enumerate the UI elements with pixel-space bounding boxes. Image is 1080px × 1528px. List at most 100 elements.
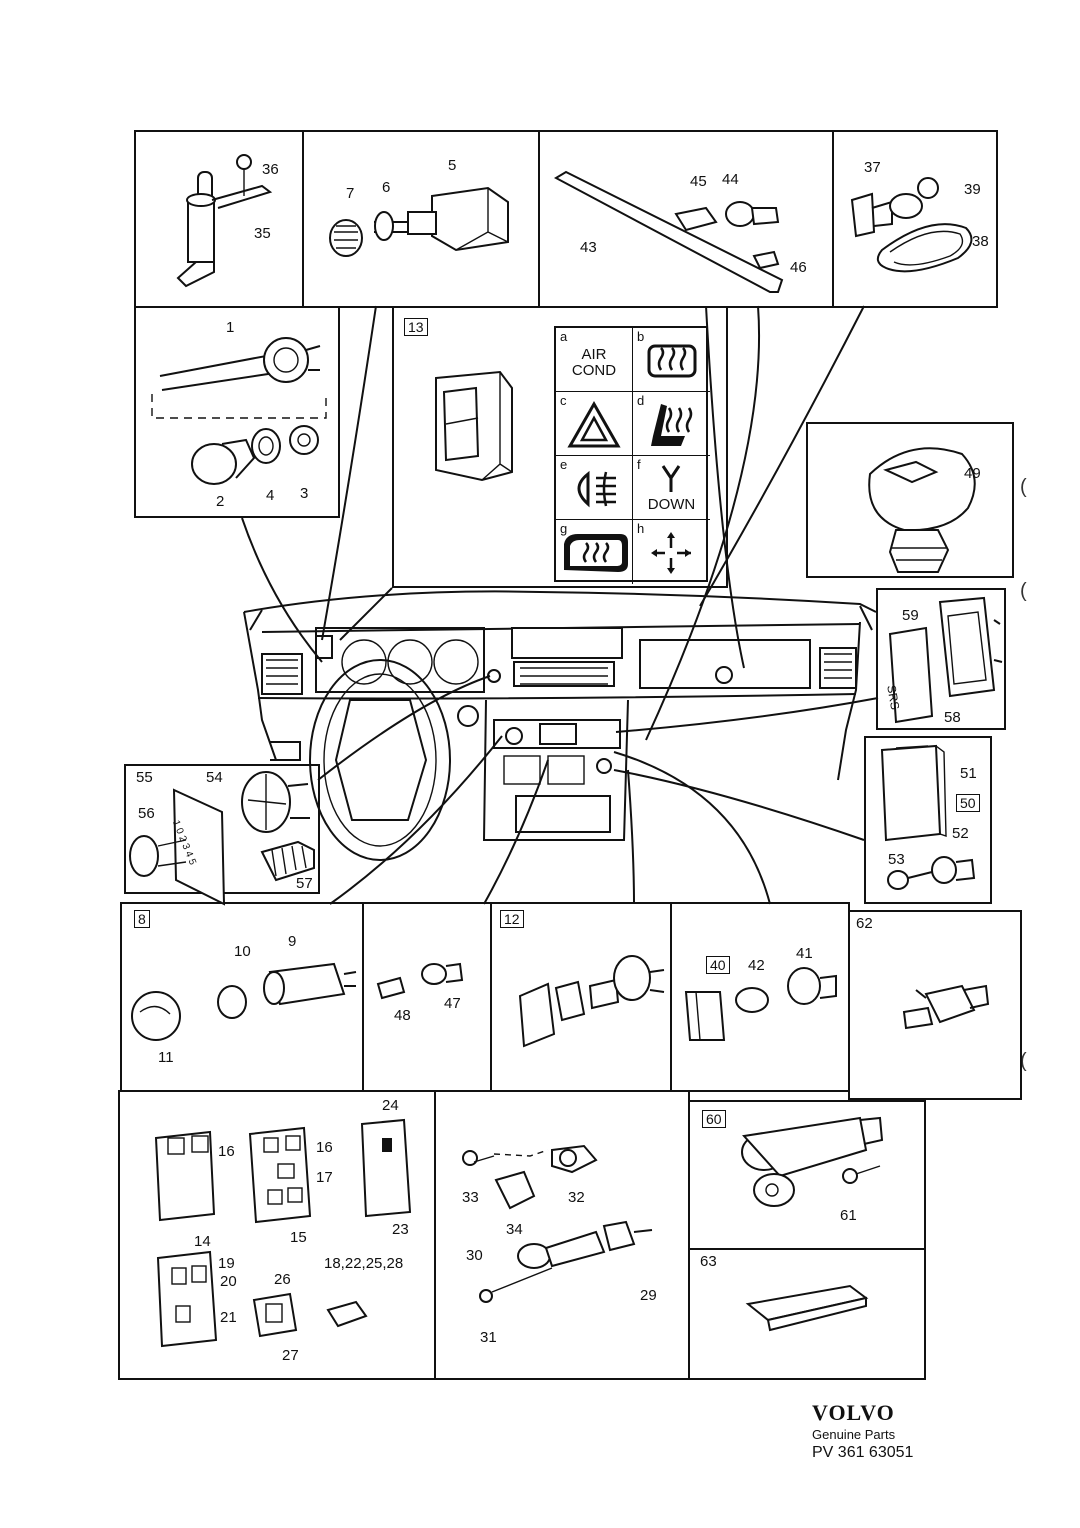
panel-gear-knob: [806, 422, 1014, 578]
boxed-label-12: 12: [500, 910, 524, 928]
bulb-holder-part: [376, 962, 464, 1000]
heated-mirror-icon: [564, 534, 628, 572]
part-number: PV 361 63051: [812, 1444, 914, 1461]
rotary-switch-part: [329, 186, 509, 257]
antenna-down-text: DOWN: [647, 496, 696, 513]
spindle-part: [176, 154, 273, 288]
hazard-switch-part: [880, 744, 976, 890]
callout-39: 39: [964, 181, 981, 198]
callout-47: 47: [444, 995, 461, 1012]
callout-24: 24: [382, 1097, 399, 1114]
panel-srs: [876, 588, 1006, 730]
callout-35: 35: [254, 225, 271, 242]
symbol-d-seat-heat: d: [633, 392, 710, 456]
callout-56: 56: [138, 805, 155, 822]
volvo-logo: VOLVO: [812, 1400, 895, 1425]
panel-indicator-lamp: [832, 130, 998, 308]
callout-55: 55: [136, 769, 153, 786]
fog-light-icon: [577, 470, 616, 508]
callout-17: 17: [316, 1169, 333, 1186]
lens-bulb-part: [684, 967, 837, 1041]
callout-5: 5: [448, 157, 457, 174]
callout-32: 32: [568, 1189, 585, 1206]
cigar-lighter-part: [131, 962, 357, 1041]
callout-30: 30: [466, 1247, 483, 1264]
callout-34: 34: [506, 1221, 523, 1238]
callout-7: 7: [346, 185, 355, 202]
callout-49: 49: [964, 465, 981, 482]
gear-knob-part: [868, 447, 976, 573]
edge-mark: (: [1020, 580, 1027, 602]
seat-heater-icon: [651, 404, 693, 446]
callout-63: 63: [700, 1253, 717, 1270]
callout-48: 48: [394, 1007, 411, 1024]
callout-62: 62: [856, 915, 873, 932]
symbol-h-mirror-adjust: h: [633, 520, 710, 584]
leader-lines: [241, 305, 879, 905]
panel-62-door-switch: [848, 910, 1022, 1100]
symbol-e-fog-light: e: [556, 456, 633, 520]
callout-10: 10: [234, 943, 251, 960]
four-arrow-icon: [651, 532, 691, 574]
door-switch-60-part: [741, 1116, 884, 1207]
genuine-parts-text: Genuine Parts: [812, 1427, 896, 1442]
hazard-triangle-icon: [567, 400, 621, 448]
symbol-a-air-cond: a AIR COND: [556, 328, 633, 392]
symbol-g-mirror-heat: g: [556, 520, 633, 584]
light-switch-part: [518, 955, 665, 1048]
callout-3: 3: [300, 485, 309, 502]
callout-23: 23: [392, 1221, 409, 1238]
dashboard-drawing: [243, 590, 877, 861]
callout-14: 14: [194, 1233, 211, 1250]
door-switch-part: [902, 984, 990, 1030]
callout-58: 58: [944, 709, 961, 726]
callout-45: 45: [690, 173, 707, 190]
callout-1: 1: [226, 319, 235, 336]
callout-38: 38: [972, 233, 989, 250]
callout-51: 51: [960, 765, 977, 782]
rocker-switch-part: [435, 370, 513, 482]
callout-18-22-25-28: 18,22,25,28: [324, 1255, 404, 1272]
srs-switch-part: [888, 596, 1003, 724]
callout-52: 52: [952, 825, 969, 842]
callout-36: 36: [262, 161, 279, 178]
edge-mark: (: [1020, 1050, 1027, 1072]
panel-knob: [134, 306, 340, 518]
callout-61: 61: [840, 1207, 857, 1224]
callout-59: 59: [902, 607, 919, 624]
callout-44: 44: [722, 171, 739, 188]
callout-54: 54: [206, 769, 223, 786]
panel-hazard: [864, 736, 992, 904]
callout-9: 9: [288, 933, 297, 950]
callout-11: 11: [158, 1049, 174, 1066]
callout-2: 2: [216, 493, 225, 510]
callout-15: 15: [290, 1229, 307, 1246]
rear-defrost-icon: [647, 344, 697, 378]
callout-16b: 16: [316, 1139, 333, 1156]
lamp-strip-part: [553, 170, 784, 293]
callout-26: 26: [274, 1271, 291, 1288]
callout-33: 33: [462, 1189, 479, 1206]
boxed-label-50: 50: [956, 794, 980, 812]
callout-43: 43: [580, 239, 597, 256]
callout-57: 57: [296, 875, 313, 892]
brand-block: VOLVO Genuine Parts PV 361 63051: [812, 1400, 913, 1462]
air-cond-text-2: COND: [571, 362, 617, 379]
callout-20: 20: [220, 1273, 237, 1290]
boxed-label-40: 40: [706, 956, 730, 974]
cover-63-part: [745, 1284, 869, 1332]
callout-46: 46: [790, 259, 807, 276]
symbol-f-antenna-down: f DOWN: [633, 456, 710, 520]
edge-mark: (: [1020, 476, 1027, 498]
panel-13-switch: [392, 306, 728, 588]
knob-panel-part: [151, 337, 327, 485]
symbol-grid: a AIR COND b c d e f DOWN: [554, 326, 710, 584]
boxed-label-13: 13: [404, 318, 428, 336]
callout-21: 21: [220, 1309, 237, 1326]
window-switch-part: [154, 1118, 412, 1348]
callout-4: 4: [266, 487, 275, 504]
callout-6: 6: [382, 179, 391, 196]
boxed-label-60: 60: [702, 1110, 726, 1128]
callout-16a: 16: [218, 1143, 235, 1160]
